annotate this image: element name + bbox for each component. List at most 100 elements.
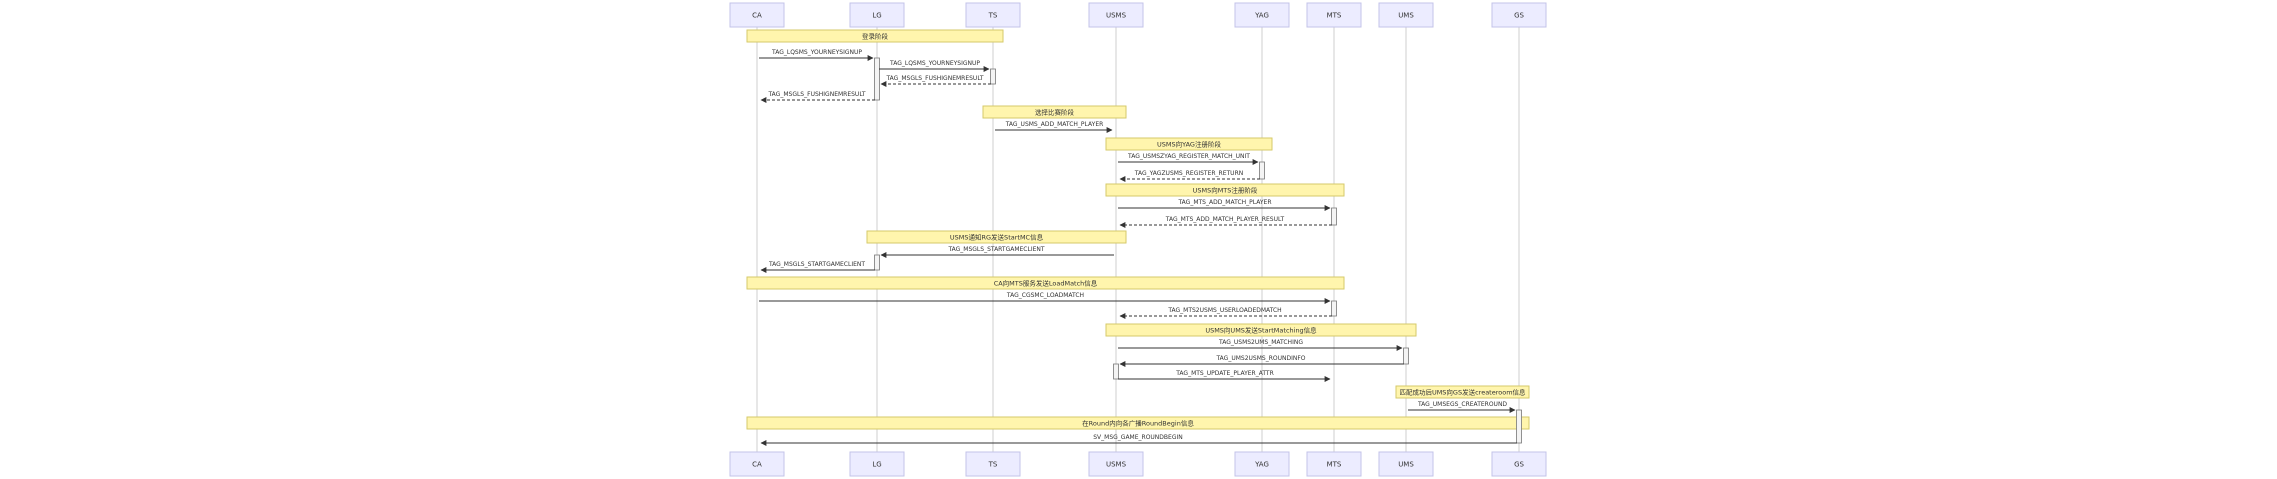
actors-top: CA LG TS USMS YAG MTS UMS GS — [729, 2, 1547, 28]
actor-label: UMS — [1398, 12, 1414, 20]
actor-box — [1491, 451, 1547, 477]
note-text: USMS向MTS注册阶段 — [1193, 186, 1258, 195]
note-box — [1395, 385, 1530, 399]
message-label: TAG_MTS_UPDATE_PLAYER_ATTR — [1175, 370, 1274, 377]
activation-yag — [1259, 161, 1265, 180]
actor-gs-top: GS — [1491, 2, 1547, 28]
note: 匹配成功后UMS向GS发送createroom信息 — [1395, 385, 1530, 399]
message-label: TAG_MTS_ADD_MATCH_PLAYER — [1177, 199, 1271, 206]
actor-box — [849, 2, 905, 28]
note-text: 在Round内向各广播RoundBegin信息 — [1082, 419, 1194, 428]
message-tag-cgsmc-loadmatch: TAG_CGSMC_LOADMATCH — [759, 292, 1331, 304]
activation-gs — [1516, 409, 1522, 444]
actor-box — [1306, 451, 1362, 477]
message-label: TAG_USMS_ADD_MATCH_PLAYER — [1005, 121, 1104, 128]
message-tag-mts-add-match-player: TAG_MTS_ADD_MATCH_PLAYER — [1118, 199, 1331, 211]
actor-label: CA — [752, 461, 762, 469]
note-text: 匹配成功后UMS向GS发送createroom信息 — [1399, 388, 1526, 397]
message-tag-usms-add-match-player: TAG_USMS_ADD_MATCH_PLAYER — [995, 121, 1113, 133]
actor-label: LG — [872, 12, 881, 20]
note-box — [1105, 137, 1273, 151]
note-box — [746, 416, 1530, 430]
actor-box — [965, 2, 1021, 28]
message-label: TAG_MSGLS_STARTGAMECLIENT — [947, 246, 1044, 253]
message-label: TAG_MTS2USMS_USERLOADEDMATCH — [1167, 307, 1281, 314]
actor-label: USMS — [1106, 12, 1127, 20]
note: USMS向YAG注册阶段 — [1105, 137, 1273, 151]
messages: TAG_LQSMS_YOURNEYSIGNUP TAG_LQSMS_YOURNEY… — [759, 49, 1517, 446]
actor-box — [965, 451, 1021, 477]
activation-usms — [1113, 363, 1119, 380]
message-sv-msg-game-roundbegin: SV_MSG_GAME_ROUNDBEGIN — [760, 434, 1517, 446]
note: 在Round内向各广播RoundBegin信息 — [746, 416, 1530, 430]
note: 登录阶段 — [746, 29, 1004, 43]
message-label: SV_MSG_GAME_ROUNDBEGIN — [1093, 434, 1182, 441]
actor-ca-top: CA — [729, 2, 785, 28]
message-tag-msgls-startgameclient: TAG_MSGLS_STARTGAMECLIENT — [760, 261, 875, 273]
note: CA向MTS服务发送LoadMatch信息 — [746, 276, 1345, 290]
message-label: TAG_MSGLS_FUSHIGNEMRESULT — [885, 75, 983, 82]
activation-mts — [1331, 300, 1337, 317]
message-label: TAG_YAGZUSMS_REGISTER_RETURN — [1134, 170, 1243, 177]
actor-box — [1491, 2, 1547, 28]
actor-box — [1378, 2, 1434, 28]
message-label: TAG_UMS2USMS_ROUNDINFO — [1215, 355, 1305, 362]
note-box — [746, 29, 1004, 43]
actor-label: GS — [1514, 12, 1524, 20]
message-label: TAG_UMSEGS_CREATEROUND — [1417, 401, 1507, 408]
actor-lg-bottom: LG — [849, 451, 905, 477]
message-label: TAG_CGSMC_LOADMATCH — [1006, 292, 1084, 299]
message-label: TAG_USMSZYAG_REGISTER_MATCH_UNIT — [1127, 153, 1250, 160]
actor-label: CA — [752, 12, 762, 20]
note-box — [866, 230, 1127, 244]
note-box — [746, 276, 1345, 290]
note-text: 登录阶段 — [862, 32, 889, 41]
message-tag-mts2usms-userloadedmatch: TAG_MTS2USMS_USERLOADEDMATCH — [1119, 307, 1332, 319]
actor-box — [1378, 451, 1434, 477]
note: USMS向UMS发送StartMatching信息 — [1105, 323, 1417, 337]
note-text: USMS向UMS发送StartMatching信息 — [1205, 326, 1317, 335]
note-box — [1105, 183, 1345, 197]
note: 选择比赛阶段 — [982, 105, 1127, 119]
message-label: TAG_MSGLS_FUSHIGNEMRESULT — [767, 91, 865, 98]
message-tag-yagzusms-register-return: TAG_YAGZUSMS_REGISTER_RETURN — [1119, 170, 1260, 182]
actor-label: YAG — [1254, 12, 1269, 20]
message-tag-msgls-startgameclient: TAG_MSGLS_STARTGAMECLIENT — [880, 246, 1114, 258]
message-tag-msgls-fushignemresult: TAG_MSGLS_FUSHIGNEMRESULT — [880, 75, 991, 87]
actor-label: MTS — [1327, 12, 1342, 20]
actor-ts-top: TS — [965, 2, 1021, 28]
message-tag-ums2usms-roundinfo: TAG_UMS2USMS_ROUNDINFO — [1119, 355, 1404, 367]
actor-gs-bottom: GS — [1491, 451, 1547, 477]
note: USMS通知RG发送StartMC信息 — [866, 230, 1127, 244]
message-label: TAG_USMS2UMS_MATCHING — [1218, 339, 1303, 346]
note-text: CA向MTS服务发送LoadMatch信息 — [994, 279, 1098, 288]
note-text: 选择比赛阶段 — [1035, 108, 1075, 117]
actor-label: LG — [872, 461, 881, 469]
actor-box — [849, 451, 905, 477]
message-tag-lqsms-yourneysignup: TAG_LQSMS_YOURNEYSIGNUP — [759, 49, 874, 61]
actor-ca-bottom: CA — [729, 451, 785, 477]
actor-box — [1088, 451, 1144, 477]
note: USMS向MTS注册阶段 — [1105, 183, 1345, 197]
actor-label: UMS — [1398, 461, 1414, 469]
message-label: TAG_LQSMS_YOURNEYSIGNUP — [771, 49, 862, 56]
message-tag-lqsms-yourneysignup: TAG_LQSMS_YOURNEYSIGNUP — [879, 60, 990, 72]
message-tag-umsegs-createround: TAG_UMSEGS_CREATEROUND — [1408, 401, 1516, 413]
actor-box — [729, 2, 785, 28]
activation-lg — [874, 254, 880, 271]
actor-label: TS — [988, 12, 998, 20]
actor-ts-bottom: TS — [965, 451, 1021, 477]
message-label: TAG_LQSMS_YOURNEYSIGNUP — [889, 60, 980, 67]
note-text: USMS通知RG发送StartMC信息 — [950, 233, 1044, 242]
message-tag-msgls-fushignemresult: TAG_MSGLS_FUSHIGNEMRESULT — [760, 91, 875, 103]
actor-usms-bottom: USMS — [1088, 451, 1144, 477]
actor-label: MTS — [1327, 461, 1342, 469]
activation-lg — [874, 57, 880, 101]
actor-label: GS — [1514, 461, 1524, 469]
actor-box — [1306, 2, 1362, 28]
message-label: TAG_MTS_ADD_MATCH_PLAYER_RESULT — [1165, 216, 1285, 223]
actor-box — [729, 451, 785, 477]
